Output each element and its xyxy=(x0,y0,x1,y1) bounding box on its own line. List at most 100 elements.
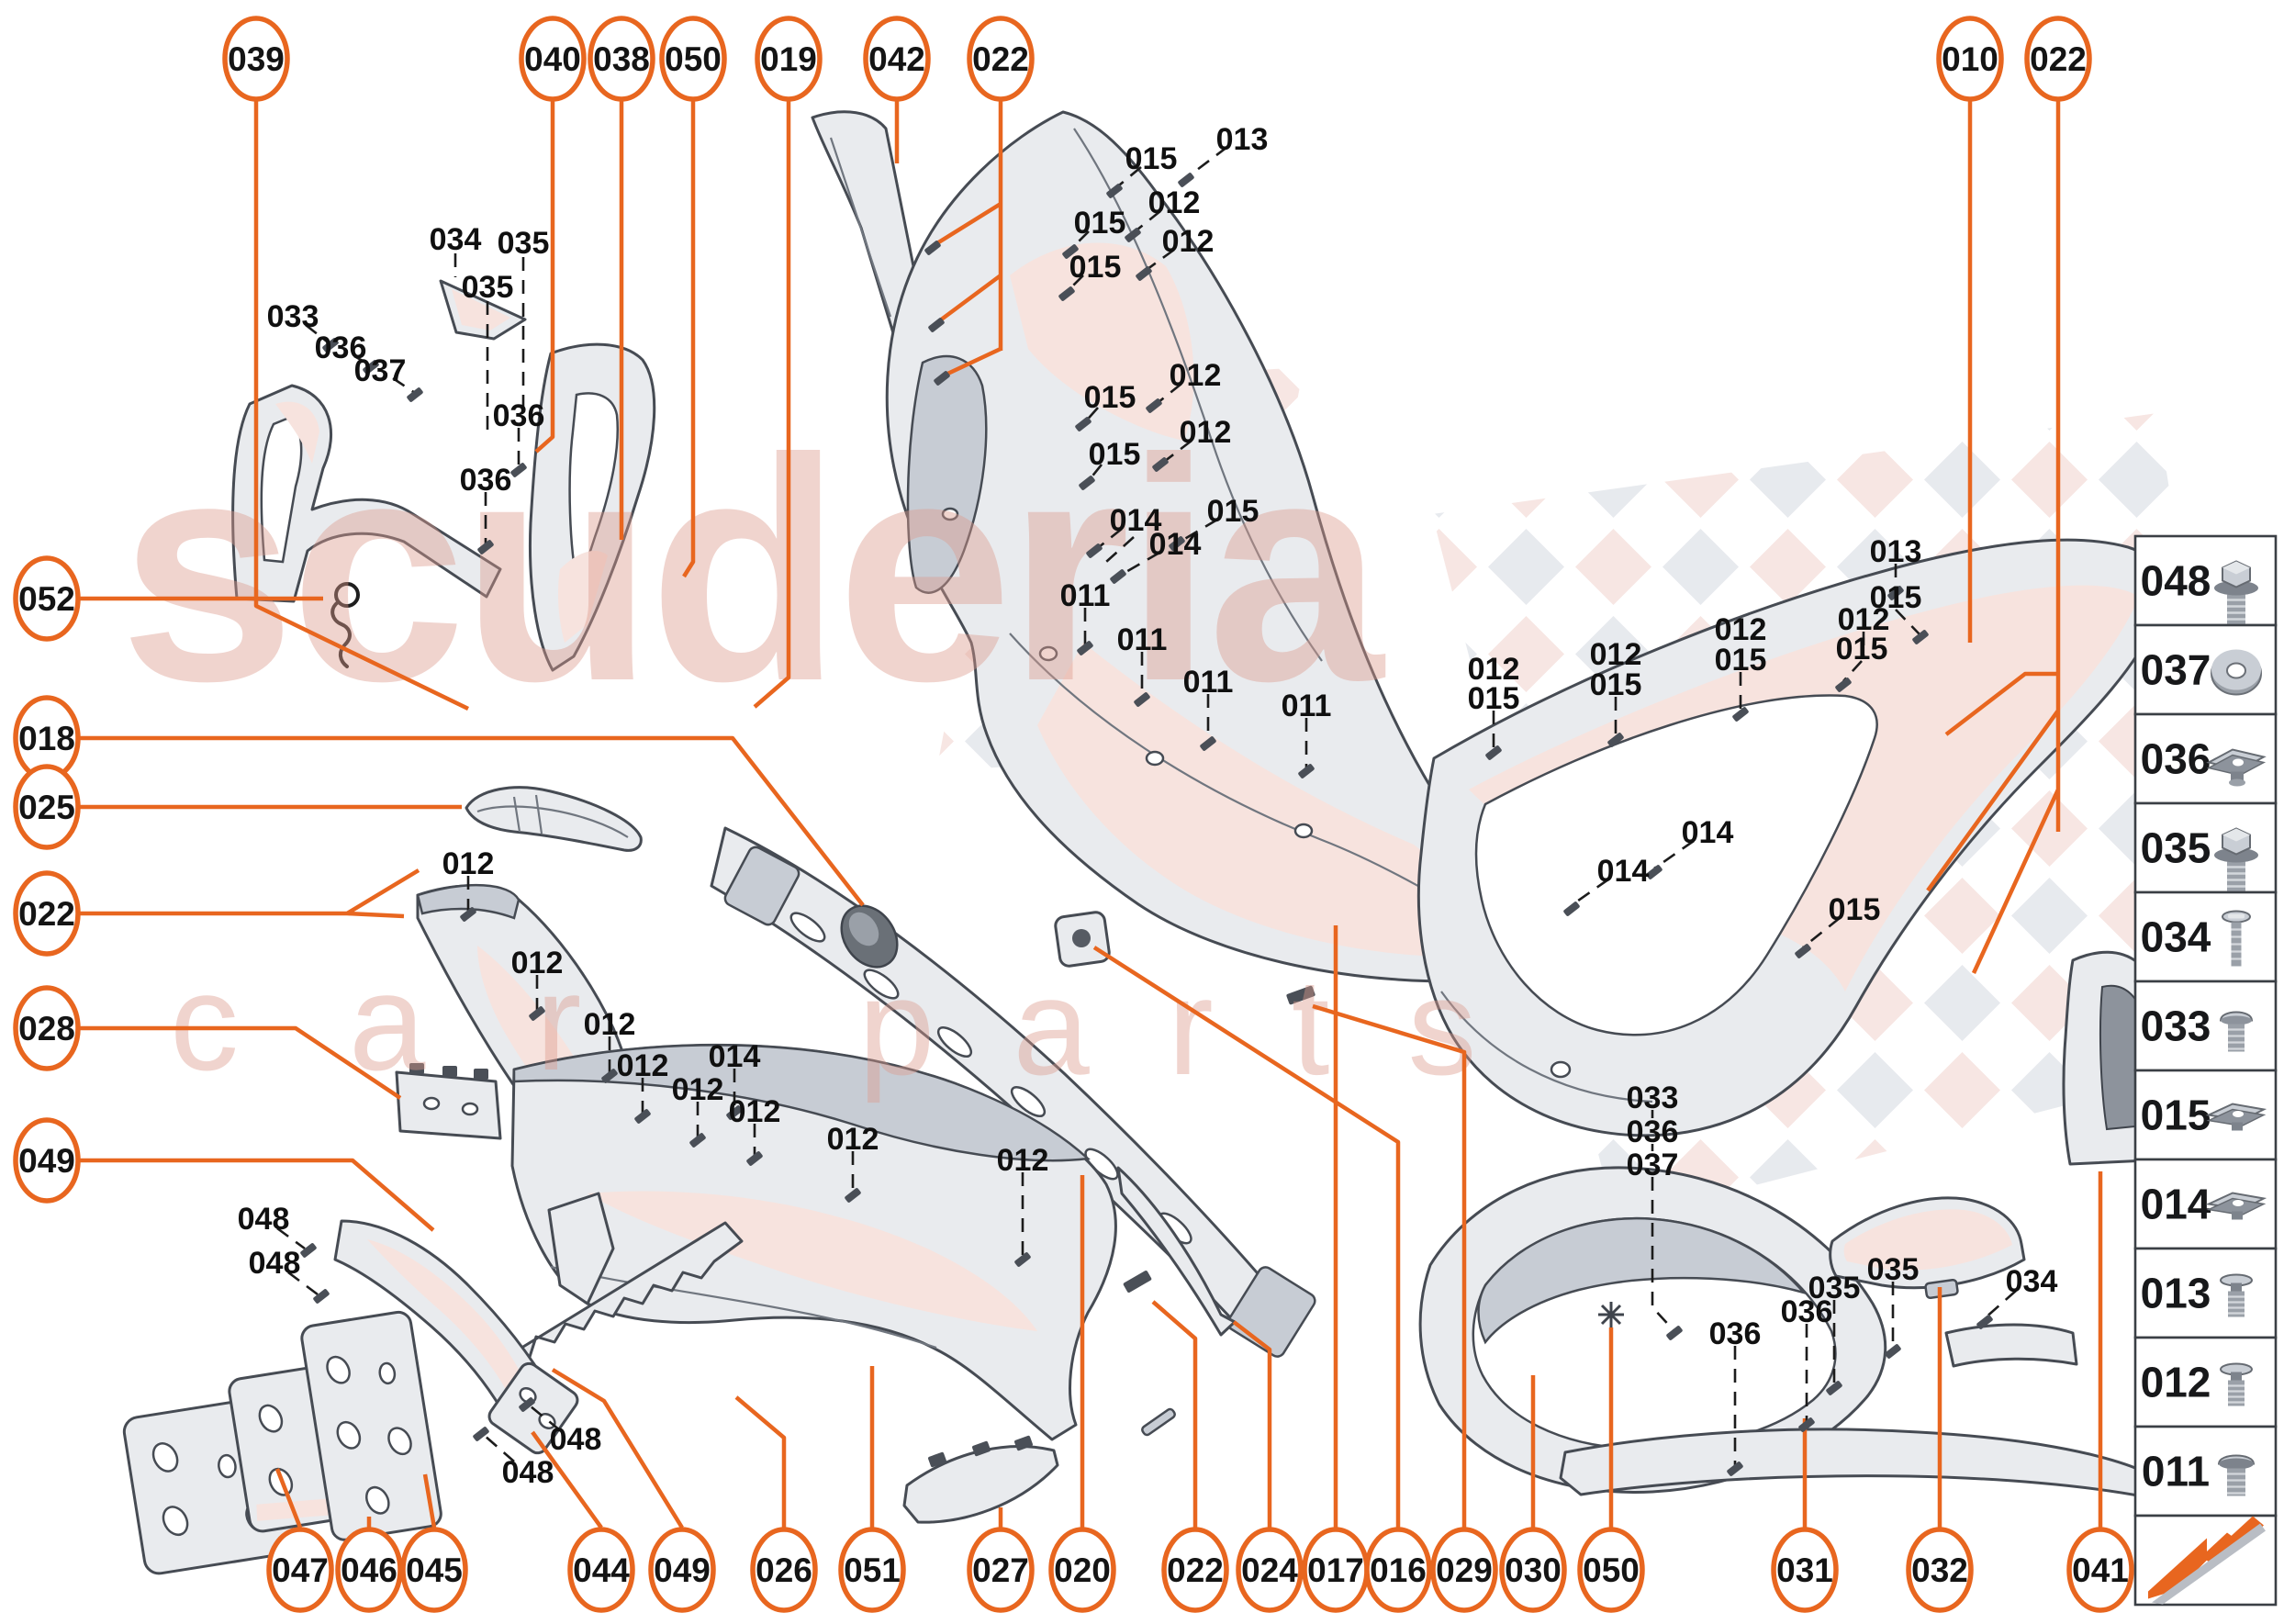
callout-029[interactable]: 029 xyxy=(1430,1527,1498,1613)
callout-022-topright[interactable]: 022 xyxy=(2024,16,2092,102)
callout-022-left[interactable]: 022 xyxy=(13,870,81,957)
legend-part-number: 048 xyxy=(2141,557,2211,605)
callout-017[interactable]: 017 xyxy=(1302,1527,1370,1613)
callout-circle-031[interactable] xyxy=(1771,1527,1839,1613)
callout-circle-022-topright[interactable] xyxy=(2024,16,2092,102)
callout-049-left[interactable]: 049 xyxy=(13,1117,81,1204)
callout-031[interactable]: 031 xyxy=(1771,1527,1839,1613)
legend-cell[interactable] xyxy=(2133,1336,2278,1428)
callout-circle-022-top[interactable] xyxy=(967,16,1035,102)
dashed-leader-53 xyxy=(276,1226,306,1250)
legend-row-036[interactable]: 036 xyxy=(2133,712,2278,805)
callout-circle-049-bottom[interactable] xyxy=(648,1527,716,1613)
legend-cell[interactable] xyxy=(2133,1247,2278,1339)
callout-circle-047[interactable] xyxy=(266,1527,334,1613)
legend-row-037[interactable]: 037 xyxy=(2133,623,2278,716)
legend-row-035[interactable]: 035 xyxy=(2133,801,2278,895)
callout-circle-022-bottom[interactable] xyxy=(1161,1527,1229,1613)
callout-027[interactable]: 027 xyxy=(967,1527,1035,1613)
callout-circle-045[interactable] xyxy=(400,1527,468,1613)
callout-019[interactable]: 019 xyxy=(755,16,823,102)
callout-circle-042[interactable] xyxy=(863,16,931,102)
callout-circle-028[interactable] xyxy=(13,985,81,1071)
callout-024[interactable]: 024 xyxy=(1236,1527,1304,1613)
callout-circle-026[interactable] xyxy=(750,1527,818,1613)
callout-022-top[interactable]: 022 xyxy=(967,16,1035,102)
callout-circle-049-left[interactable] xyxy=(13,1117,81,1204)
callout-circle-038[interactable] xyxy=(588,16,655,102)
callout-circle-020[interactable] xyxy=(1048,1527,1116,1613)
callout-circle-022-left[interactable] xyxy=(13,870,81,957)
callout-circle-039[interactable] xyxy=(222,16,290,102)
callout-038[interactable]: 038 xyxy=(588,16,655,102)
callout-circle-032[interactable] xyxy=(1906,1527,1974,1613)
callout-018[interactable]: 018 xyxy=(13,695,81,781)
legend-row-033[interactable]: 033 xyxy=(2133,980,2278,1072)
callout-010[interactable]: 010 xyxy=(1936,16,2004,102)
screw-tick-39 xyxy=(726,1105,743,1120)
callout-circle-024[interactable] xyxy=(1236,1527,1304,1613)
callout-circle-041[interactable] xyxy=(2066,1527,2134,1613)
screw-tick-49 xyxy=(1976,1315,1993,1329)
callout-circle-051[interactable] xyxy=(838,1527,906,1613)
callout-number-031: 031 xyxy=(1776,1551,1833,1589)
dashed-leader-15 xyxy=(1082,407,1099,425)
part-washer-jet-cover xyxy=(840,904,899,969)
screw-tick-6 xyxy=(1146,398,1162,413)
callout-046[interactable]: 046 xyxy=(335,1527,403,1613)
callout-circle-019[interactable] xyxy=(755,16,823,102)
callout-050-top[interactable]: 050 xyxy=(659,16,727,102)
callout-022-bottom[interactable]: 022 xyxy=(1161,1527,1229,1613)
legend-row-015[interactable]: 015 xyxy=(2133,1069,2278,1161)
screw-tick-1 xyxy=(1106,184,1123,198)
callout-026[interactable]: 026 xyxy=(750,1527,818,1613)
legend-row-013[interactable]: 013 xyxy=(2133,1247,2278,1339)
legend-row-011[interactable]: 011 xyxy=(2133,1425,2278,1518)
callout-040[interactable]: 040 xyxy=(519,16,587,102)
callout-032[interactable]: 032 xyxy=(1906,1527,1974,1613)
callout-041[interactable]: 041 xyxy=(2066,1527,2134,1613)
legend-row-012[interactable]: 012 xyxy=(2133,1336,2278,1428)
callout-045[interactable]: 045 xyxy=(400,1527,468,1613)
callout-circle-050-top[interactable] xyxy=(659,16,727,102)
callout-circle-029[interactable] xyxy=(1430,1527,1498,1613)
screw-tick-29 xyxy=(510,463,527,477)
callout-050-bottom[interactable]: 050 xyxy=(1577,1527,1645,1613)
leader-line-045 xyxy=(422,1473,437,1529)
callout-020[interactable]: 020 xyxy=(1048,1527,1116,1613)
part-number-label-015-26: 015 xyxy=(1870,580,1922,615)
callout-025[interactable]: 025 xyxy=(13,764,81,850)
callout-circle-040[interactable] xyxy=(519,16,587,102)
dashed-leader-13 xyxy=(1066,274,1084,293)
part-number-label-037-5: 037 xyxy=(354,353,407,388)
callout-circle-050-bottom[interactable] xyxy=(1577,1527,1645,1613)
callout-016[interactable]: 016 xyxy=(1364,1527,1432,1613)
legend-row-logo[interactable] xyxy=(2133,1514,2278,1607)
callout-circle-044[interactable] xyxy=(567,1527,635,1613)
legend-row-014[interactable]: 014 xyxy=(2133,1158,2278,1250)
legend-cell[interactable] xyxy=(2133,534,2278,627)
callout-052[interactable]: 052 xyxy=(13,555,81,642)
callout-number-052: 052 xyxy=(18,580,75,618)
callout-circle-030[interactable] xyxy=(1499,1527,1567,1613)
callout-circle-046[interactable] xyxy=(335,1527,403,1613)
part-tow-strap xyxy=(465,786,643,852)
callout-047[interactable]: 047 xyxy=(266,1527,334,1613)
callout-049-bottom[interactable]: 049 xyxy=(648,1527,716,1613)
callout-circle-027[interactable] xyxy=(967,1527,1035,1613)
part-number-label-011-21: 011 xyxy=(1060,578,1111,613)
callout-030[interactable]: 030 xyxy=(1499,1527,1567,1613)
callout-051[interactable]: 051 xyxy=(838,1527,906,1613)
legend-row-034[interactable]: 034 xyxy=(2133,890,2278,983)
legend-cell[interactable] xyxy=(2133,801,2278,894)
callout-circle-052[interactable] xyxy=(13,555,81,642)
callout-039[interactable]: 039 xyxy=(222,16,290,102)
callout-circle-016[interactable] xyxy=(1364,1527,1432,1613)
callout-circle-025[interactable] xyxy=(13,764,81,850)
callout-028[interactable]: 028 xyxy=(13,985,81,1071)
callout-044[interactable]: 044 xyxy=(567,1527,635,1613)
callout-circle-010[interactable] xyxy=(1936,16,2004,102)
callout-042[interactable]: 042 xyxy=(863,16,931,102)
screw-tick-25 xyxy=(1795,944,1811,958)
legend-row-048[interactable]: 048 xyxy=(2133,534,2278,628)
